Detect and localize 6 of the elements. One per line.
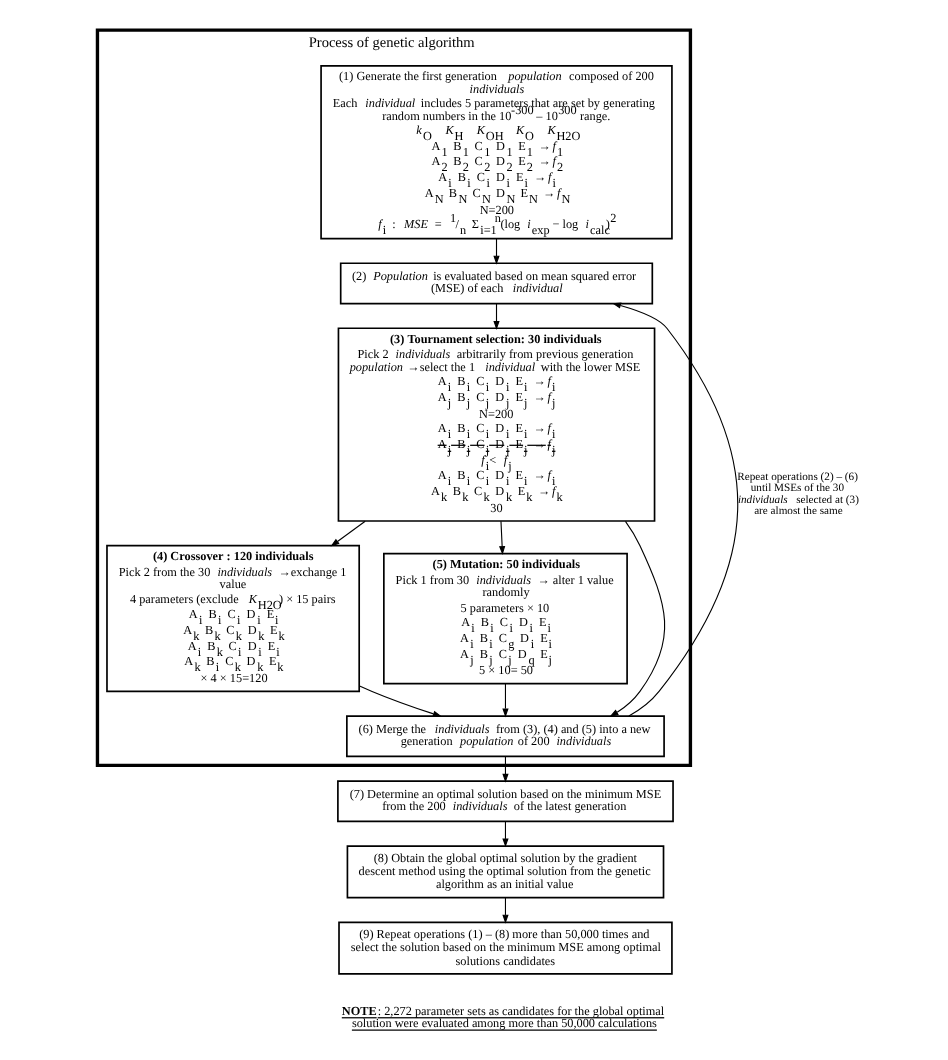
arrow [609, 520, 666, 717]
arrow [330, 520, 366, 547]
arrow [612, 302, 739, 717]
arrow [502, 683, 509, 718]
arrow [359, 685, 442, 717]
arrow [499, 520, 506, 556]
